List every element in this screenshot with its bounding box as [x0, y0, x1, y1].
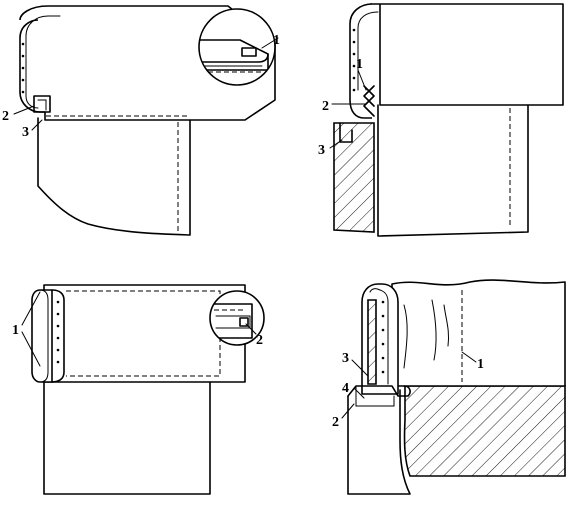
roll-top-bl — [31, 289, 53, 383]
label-3: 3 — [318, 143, 325, 158]
figure-top-left: 1 2 3 — [2, 5, 280, 236]
hatched-area-br — [403, 385, 566, 477]
lower-fabric-br — [347, 389, 411, 495]
interlining-br — [367, 299, 377, 385]
figure-bottom-left: 1 2 — [12, 284, 265, 495]
detail-magnifier-content — [199, 39, 269, 73]
label-1: 1 — [477, 357, 484, 372]
fold-inner-edge — [25, 15, 61, 37]
base-piece-br — [347, 385, 411, 397]
hem-pocket — [33, 95, 51, 113]
fold-inner-edge-2 — [25, 35, 39, 109]
lower-fabric-bl — [43, 381, 211, 495]
upper-fabric-br — [391, 279, 566, 387]
detail-magnifier-content-bl — [210, 303, 253, 339]
figure-top-right: 1 2 3 — [318, 3, 564, 237]
label-2: 2 — [332, 415, 339, 430]
label-1: 1 — [273, 33, 280, 48]
label-1: 1 — [12, 323, 19, 338]
label-2: 2 — [2, 109, 9, 124]
label-2: 2 — [322, 99, 329, 114]
lower-fabric-right — [377, 104, 529, 237]
figure-bottom-right: 1 2 3 4 — [332, 279, 566, 495]
label-4: 4 — [342, 381, 349, 396]
hatched-block — [333, 122, 375, 233]
lower-fabric-panel — [37, 117, 191, 236]
stitches-fold-right — [352, 28, 356, 92]
label-2: 2 — [256, 333, 263, 348]
label-3: 3 — [22, 125, 29, 140]
hook-detail — [339, 122, 353, 143]
stitches-fold-left — [21, 42, 25, 94]
upper-fabric-right — [370, 3, 564, 106]
stitches-fold-bl — [56, 300, 60, 364]
label-1: 1 — [356, 57, 363, 72]
stitches-fold-br — [381, 300, 385, 374]
label-3: 3 — [342, 351, 349, 366]
